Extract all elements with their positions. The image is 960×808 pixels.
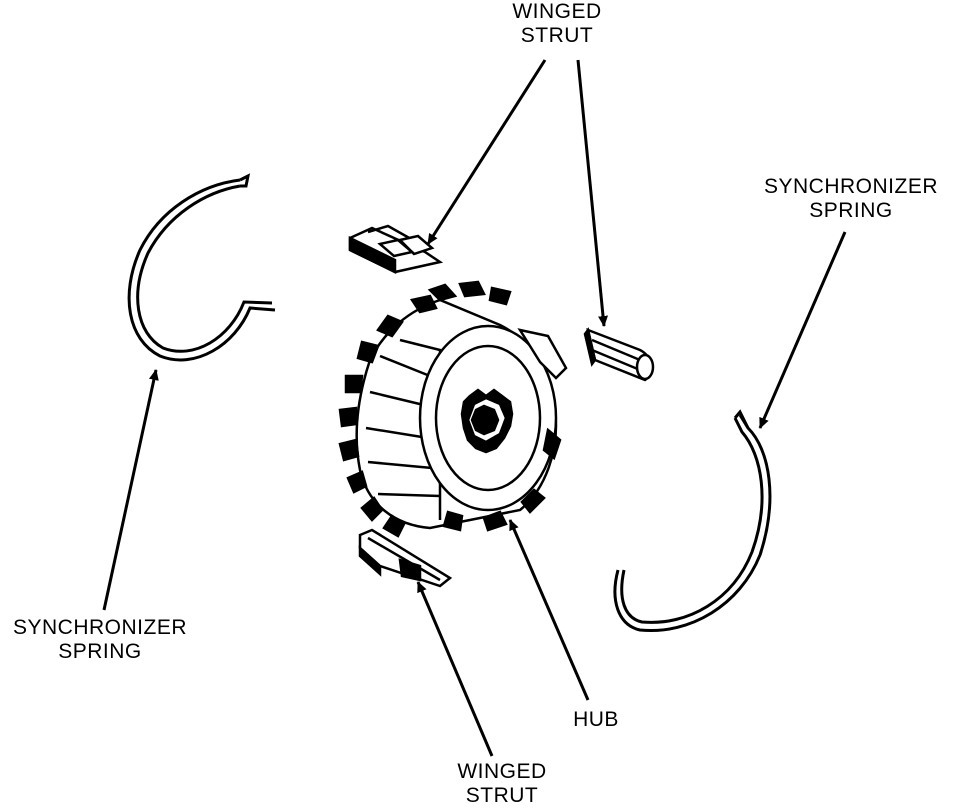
- arrow-top-strut-left: [426, 59, 547, 245]
- label-synchronizer-spring-left: SYNCHRONIZER SPRING: [12, 616, 188, 663]
- arrow-left-spring: [102, 369, 159, 611]
- arrow-bottom-strut: [416, 581, 494, 757]
- arrow-top-strut-right: [576, 59, 609, 327]
- arrow-hub: [508, 519, 590, 701]
- winged-strut-bottom: [358, 528, 453, 588]
- leader-arrows: [102, 59, 847, 757]
- label-winged-strut-bottom: WINGED STRUT: [457, 760, 547, 807]
- right-synchronizer-spring: [613, 409, 772, 633]
- arrow-right-spring: [758, 231, 847, 429]
- label-hub: HUB: [573, 708, 619, 731]
- left-synchronizer-spring: [127, 173, 276, 362]
- hub: [338, 280, 568, 538]
- label-winged-strut-top: WINGED STRUT: [512, 0, 602, 47]
- winged-strut-top-left: [348, 224, 444, 275]
- winged-strut-right: [583, 327, 655, 382]
- label-synchronizer-spring-right: SYNCHRONIZER SPRING: [763, 175, 939, 222]
